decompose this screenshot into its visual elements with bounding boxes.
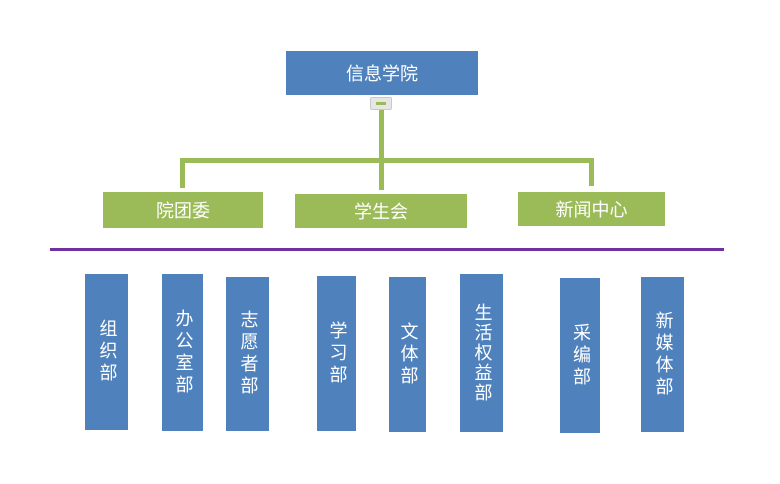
connector-drop-right [589, 158, 594, 186]
connector-horizontal [180, 158, 594, 163]
root-node-label: 信息学院 [346, 64, 418, 85]
node-label: 组织部 [96, 319, 118, 385]
node-xueshenghui[interactable]: 学生会 [295, 194, 467, 228]
collapse-icon[interactable] [370, 97, 392, 110]
divider-line [50, 248, 724, 251]
connector-drop-center [379, 158, 384, 190]
node-label: 学生会 [354, 202, 408, 223]
connector-drop-left [180, 158, 185, 188]
node-label: 志愿者部 [237, 310, 259, 398]
node-xinwen-zhongxin[interactable]: 新闻中心 [518, 192, 665, 226]
node-wenti-bu[interactable]: 文体部 [389, 277, 426, 432]
node-label: 办公室部 [172, 308, 194, 397]
node-label: 院团委 [156, 201, 210, 222]
node-xuexi-bu[interactable]: 学习部 [317, 276, 356, 431]
root-node-xinxi-xueyuan[interactable]: 信息学院 [286, 51, 478, 95]
node-zuzhi-bu[interactable]: 组织部 [85, 274, 128, 430]
connector-vertical-root [379, 110, 384, 162]
node-yuan-tuanwei[interactable]: 院团委 [103, 192, 263, 228]
minus-icon [376, 102, 386, 105]
node-label: 生活权益部 [471, 303, 493, 403]
node-label: 文体部 [397, 321, 419, 388]
node-bangongshi-bu[interactable]: 办公室部 [162, 274, 203, 431]
node-label: 学习部 [326, 320, 348, 387]
node-label: 采编部 [570, 322, 591, 389]
node-label: 新闻中心 [555, 200, 628, 221]
node-label: 新媒体部 [652, 310, 674, 399]
node-zhiyuanzhe-bu[interactable]: 志愿者部 [226, 277, 269, 431]
node-xinmeiti-bu[interactable]: 新媒体部 [641, 277, 684, 432]
node-shenghuo-quanyi-bu[interactable]: 生活权益部 [460, 274, 503, 432]
node-caibian-bu[interactable]: 采编部 [560, 278, 600, 433]
